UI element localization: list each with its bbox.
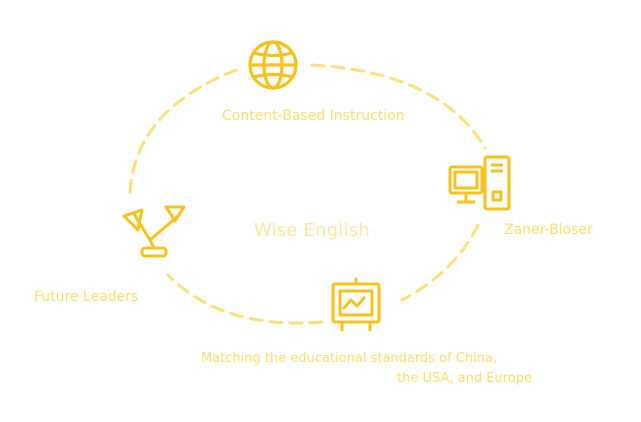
desktop-computer-icon [448, 155, 511, 211]
ring-arc-right-bottom [400, 223, 480, 302]
presentation-board-icon [331, 277, 381, 332]
node-label-zaner-bloser: Zaner-Bloser [504, 222, 593, 238]
balance-scale-icon [122, 205, 186, 258]
ring-arc-left-top [128, 68, 238, 194]
ring-arc-top-right [310, 63, 487, 150]
ring-arc-bottom-left [166, 273, 324, 325]
node-label-matching-line2: the USA, and Europe [397, 371, 532, 386]
ring-arcs [128, 63, 487, 325]
globe-icon [248, 40, 298, 90]
node-label-matching-line1: Matching the educational standards of Ch… [201, 351, 498, 366]
node-label-content-based-instruction: Content-Based Instruction [222, 108, 405, 124]
center-title: Wise English [254, 220, 370, 241]
node-label-future-leaders: Future Leaders [34, 289, 139, 305]
